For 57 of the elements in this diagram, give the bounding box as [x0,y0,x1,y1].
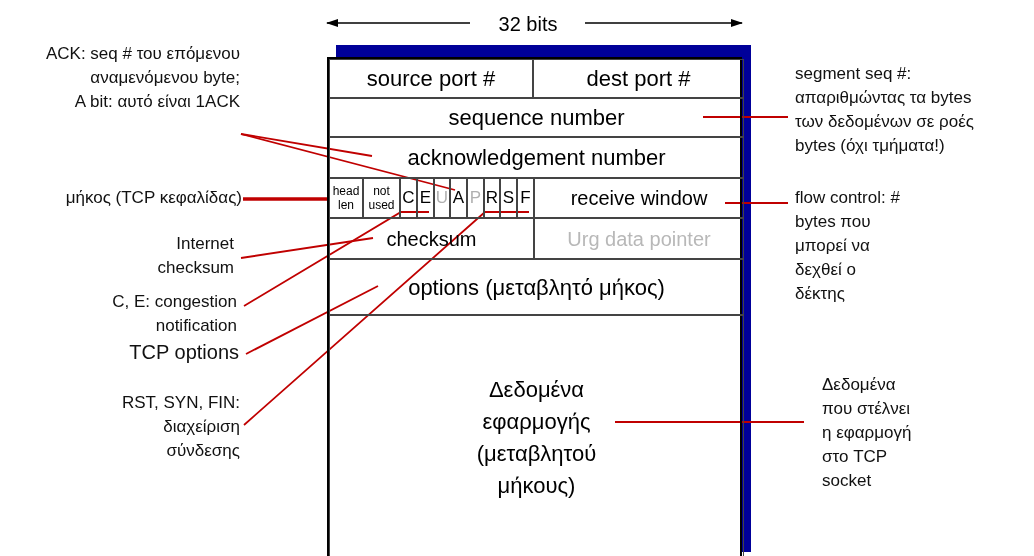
field-label: not used [367,184,396,212]
annotation-text: Internet checksum [128,232,234,280]
field-label: A [452,187,465,210]
header-field [329,259,744,315]
field-label: C [402,187,415,210]
field-label: S [502,187,515,210]
header-field [329,98,744,137]
field-label: options (μεταβλητό μήκος) [408,273,665,302]
header-field [534,218,744,259]
header-field [467,178,484,218]
header-field [500,178,517,218]
annotation-text: C, E: congestion notification [40,290,237,338]
leader-line [240,237,374,259]
field-label: sequence number [448,104,625,132]
field-label: acknowledgement number [407,144,666,172]
header-field [329,178,363,218]
leader-line [724,202,789,204]
field-label: head len [331,184,361,212]
header-field [400,178,417,218]
header-field [329,137,744,178]
field-label: P [469,187,482,210]
field-label: F [520,187,531,210]
header-field [534,178,744,218]
leader-line [243,197,327,201]
header-field [363,178,400,218]
header-field [434,178,450,218]
segment-box [327,57,742,556]
field-label: dest port # [586,65,691,93]
leader-line [702,116,789,118]
field-label: E [419,187,432,210]
header-field [450,178,467,218]
leader-line [240,133,456,191]
annotation-text: ACK: seq # του επόμενου αναμενόμενου byte; [44,43,240,89]
field-label: Δεδομένα εφαρμογής (μεταβλητού μήκους) [475,376,598,500]
annotation-text: TCP options [70,340,239,364]
field-label: R [485,187,499,210]
field-label: receive window [570,186,708,211]
annotation-text: flow control: # bytes που μπορεί να δεχθεί ο δέκτης [795,186,907,306]
leader-line [243,211,430,307]
header-field [417,178,434,218]
annotation-text: μήκος (TCP κεφαλίδας) [20,186,242,210]
header-field [329,315,744,556]
header-field [533,59,744,98]
leader-line [243,211,530,426]
field-label: Urg data pointer [567,226,711,252]
field-label: source port # [366,65,496,93]
annotation-text: segment seq #: απαριθμώντας τα bytes των δεδομένων σε ροές bytes (όχι τμήματα!) [795,62,990,158]
annotation-text: RST, SYN, FIN: διαχείριση σύνδεσης [100,391,240,463]
header-field [484,178,500,218]
leader-line [614,421,805,423]
field-label: U [435,187,449,210]
dimension-label: 32 bits [497,12,559,37]
leader-line [245,285,379,355]
header-field [329,59,533,98]
header-field [517,178,534,218]
annotation-text: A bit: αυτό είναι 1ACK [73,91,240,113]
annotation-text: Δεδομένα που στέλνει η εφαρμογή στο TCP socket [822,373,922,493]
